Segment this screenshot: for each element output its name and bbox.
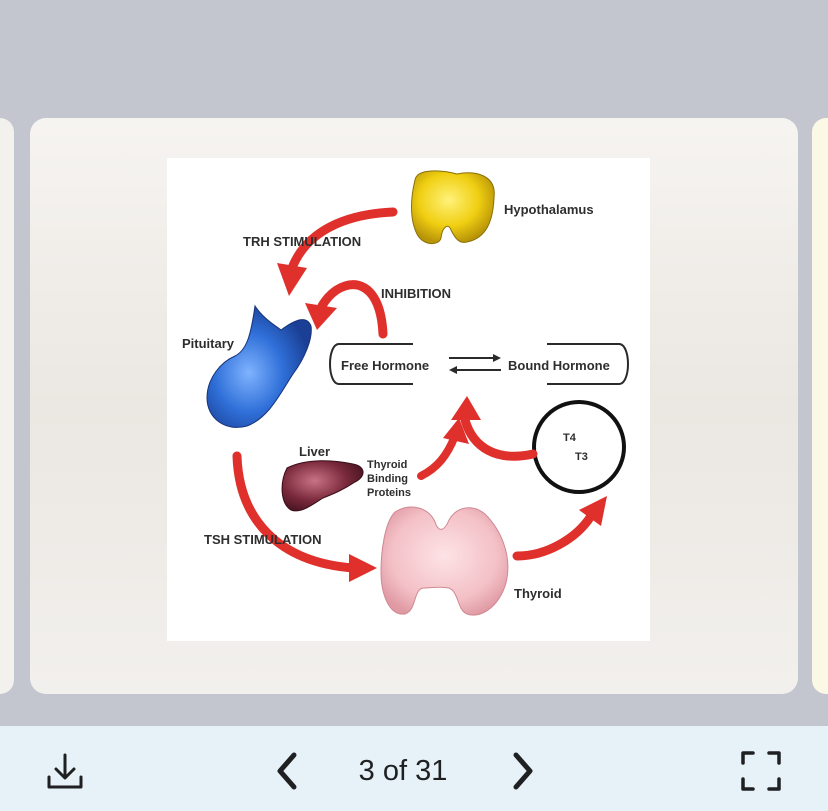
trh-stimulation-label: TRH STIMULATION (243, 234, 361, 249)
tsh-stimulation-label: TSH STIMULATION (204, 532, 321, 547)
binding-proteins-arrow (417, 418, 469, 480)
previous-page-button[interactable] (262, 746, 312, 796)
free-hormone-label: Free Hormone (341, 358, 429, 373)
t3-label: T3 (575, 451, 588, 463)
tbp-label-line3: Proteins (367, 487, 411, 499)
tbp-label-line1: Thyroid (367, 459, 407, 471)
thyroid-secretion-arrow (512, 496, 607, 561)
thyroid-label: Thyroid (514, 586, 562, 601)
liver-label: Liver (299, 444, 330, 459)
viewer-toolbar: 3 of 31 (0, 726, 828, 811)
thyroid-regulation-diagram: Hypothalamus TRH STIMULATION INHIBITION … (167, 158, 650, 641)
hypothalamus-label: Hypothalamus (504, 202, 594, 217)
chevron-left-icon (277, 752, 297, 790)
free-hormone-box (329, 343, 413, 385)
trh-stimulation-arrow (277, 207, 398, 296)
equilibrium-arrows-icon (449, 354, 501, 374)
tbp-label-line2: Binding (367, 473, 408, 485)
inhibition-arrow (305, 280, 388, 339)
previous-slide-peek[interactable] (0, 118, 14, 694)
download-button[interactable] (40, 746, 90, 796)
t4-label: T4 (563, 432, 577, 444)
next-slide-peek[interactable] (812, 118, 828, 694)
release-arrow (451, 396, 538, 461)
fullscreen-button[interactable] (736, 746, 786, 796)
hypothalamus-organ (411, 170, 495, 244)
diagram-canvas: Hypothalamus TRH STIMULATION INHIBITION … (182, 170, 629, 616)
bound-hormone-box (547, 343, 629, 385)
download-icon (47, 753, 83, 789)
pituitary-organ (206, 304, 312, 428)
next-page-button[interactable] (498, 746, 548, 796)
inhibition-label: INHIBITION (381, 286, 451, 301)
liver-organ (281, 460, 364, 512)
t4-t3-circle (532, 400, 626, 494)
pituitary-label: Pituitary (182, 336, 235, 351)
fullscreen-icon (741, 751, 781, 791)
tsh-stimulation-arrow (232, 451, 377, 582)
page-indicator: 3 of 31 (358, 755, 448, 787)
current-slide: Hypothalamus TRH STIMULATION INHIBITION … (30, 118, 798, 694)
thyroid-organ (380, 506, 509, 616)
chevron-right-icon (513, 752, 533, 790)
bound-hormone-label: Bound Hormone (508, 358, 610, 373)
